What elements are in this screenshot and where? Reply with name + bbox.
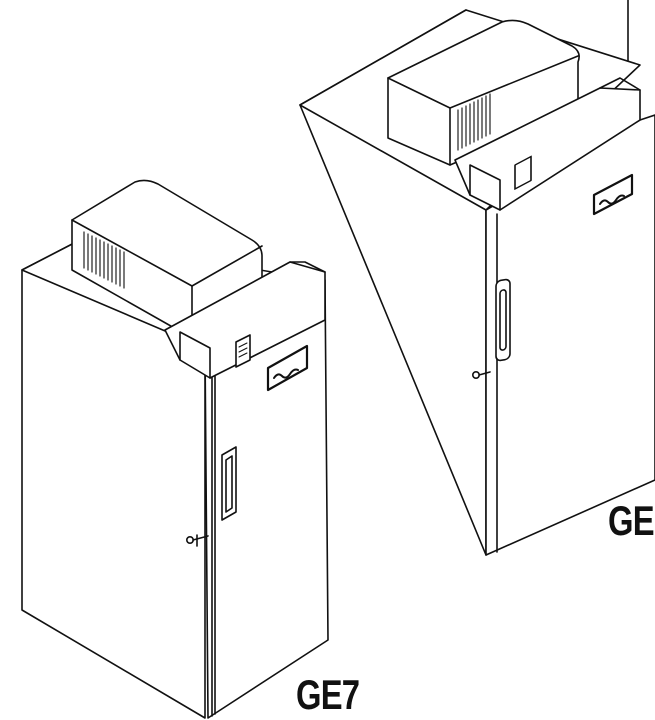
back-unit <box>299 0 655 556</box>
produce-logo-badge <box>266 344 309 392</box>
front-door-seam <box>211 349 216 717</box>
vent-grille-icon <box>83 231 125 289</box>
front-compressor <box>71 179 263 339</box>
vent-grille-icon <box>457 93 491 151</box>
door-lock-icon <box>471 370 491 379</box>
door-lock-icon <box>186 534 209 547</box>
model-label-back: GE <box>608 497 655 544</box>
model-label-front: GE7 <box>296 671 360 718</box>
control-panel-icon <box>235 334 251 368</box>
front-unit <box>21 179 329 719</box>
door-handle-icon <box>221 446 237 521</box>
control-panel-icon <box>514 155 532 190</box>
door-handle-icon <box>495 278 511 362</box>
produce-logo-badge <box>592 173 634 216</box>
